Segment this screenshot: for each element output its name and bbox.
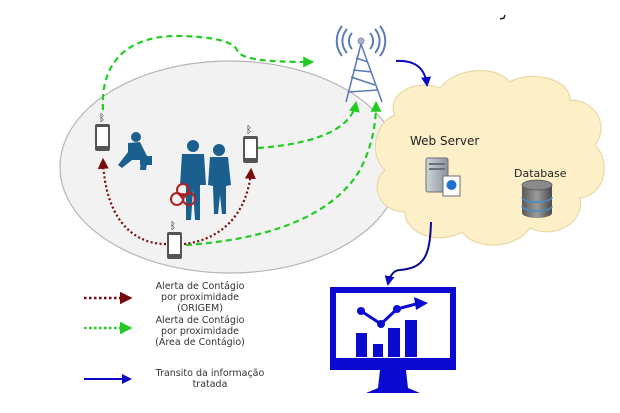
dashboard-monitor-icon xyxy=(330,287,456,393)
path-origin-alert-left xyxy=(97,157,167,246)
legend-transit-label: Transito da informação tratada xyxy=(155,368,265,390)
database-label: Database xyxy=(514,167,567,180)
path-area-alert-top xyxy=(101,34,315,111)
stray-mark xyxy=(499,14,506,20)
path-area-alert-right-phone xyxy=(257,100,360,150)
phone-bottom: ᛒ xyxy=(167,221,182,259)
database-icon xyxy=(521,179,553,218)
bluetooth-icon: ᛒ xyxy=(170,221,176,232)
biohazard-icon xyxy=(170,183,196,206)
woman-standing-icon xyxy=(208,144,231,214)
legend-symbols xyxy=(84,291,133,384)
path-area-alert-bottom-phone xyxy=(185,100,382,247)
path-tower-to-cloud xyxy=(395,59,432,87)
running-person-icon xyxy=(118,132,152,170)
phone-left: ᛒ xyxy=(95,113,110,151)
cell-tower-icon xyxy=(335,25,387,103)
cloud xyxy=(374,69,605,246)
web-server-icon xyxy=(425,157,461,197)
bluetooth-icon: ᛒ xyxy=(246,125,252,136)
legend-origin-label: Alerta de Contágio por proximidade (ORIG… xyxy=(155,281,245,314)
path-origin-alert-right xyxy=(183,167,256,246)
legend-area-label: Alerta de Contágio por proximidade (Área… xyxy=(155,315,245,348)
path-cloud-to-dashboard xyxy=(384,221,432,286)
bluetooth-icon: ᛒ xyxy=(99,113,105,124)
web-server-label: Web Server xyxy=(410,134,479,148)
phone-right: ᛒ xyxy=(243,125,258,163)
